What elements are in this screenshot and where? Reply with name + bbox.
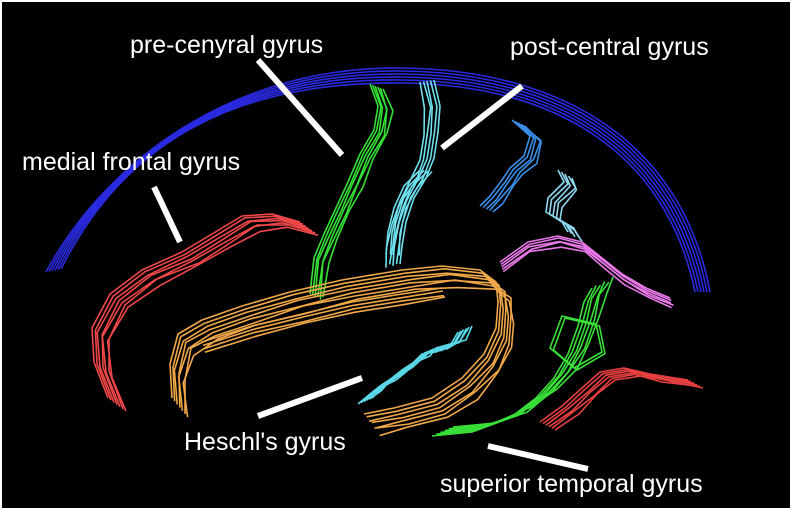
orange-loop-tract-strand [169,265,499,415]
pink-tract-strand [501,241,674,306]
superior-arch-tract-strand [57,79,699,293]
precentral-label: pre-cenyral gyrus [130,31,323,59]
pink-tract-strand [502,246,672,309]
parietal-tract-blue-strand [492,125,542,213]
postcentral-pointer [440,83,524,151]
superior-temporal-tract [431,276,614,437]
medial-frontal-tract-strand [96,217,307,403]
medial-frontal-label: medial frontal gyrus [22,148,240,176]
heschl-label: Heschl's gyrus [184,428,346,456]
medial-frontal-tract-strand [91,213,301,399]
superior-arch-tract-strand [51,73,705,293]
orange-inner-tract-strand [204,296,446,353]
superior-arch-tract [45,67,711,293]
orange-loop-tract-strand [173,272,504,422]
parietal-tract-light-strand [559,177,583,243]
parietal-tract-blue-strand [479,119,531,207]
orange-inner-tract-strand [203,294,445,350]
orange-loop-tract-strand [184,279,512,429]
medial-frontal-pointer [151,185,183,244]
heschl-pointer [256,375,364,419]
medial-frontal-tract-strand [101,219,310,405]
superior-arch-tract-strand [45,67,711,293]
postcentral-tract-2-strand [392,170,429,256]
temporal-red-tract-strand [554,375,704,431]
superior-temporal-box-strand [552,317,606,371]
orange-loop-tract-strand [172,268,502,418]
precentral-tract-strand [314,85,384,297]
pink-tract [499,235,674,309]
fiber-tracts [45,67,711,437]
postcentral-tract-2-strand [385,169,421,255]
postcentral-tract-2-strand [389,169,425,255]
orange-inner-tract-strand [201,287,443,343]
precentral-tract [309,83,394,300]
heschl-tract-strand [371,325,473,399]
medial-frontal-tract-strand [106,226,319,412]
medial-frontal-tract-strand [94,215,304,401]
orange-loop-tract [169,265,515,437]
postcentral-tract [385,79,441,268]
parietal-tract-light [545,169,583,243]
precentral-tract-strand [322,88,394,298]
parietal-tract-blue [479,119,542,213]
pink-tract-strand [499,235,671,299]
postcentral-tract-2-strand [398,170,433,256]
medial-frontal-tract-strand [101,222,313,408]
parietal-tract-light-strand [552,173,576,238]
orange-inner-tract-strand [202,290,444,347]
orange-loop-tract-strand [178,273,507,424]
medial-frontal-tract [91,213,319,412]
postcentral-label: post-central gyrus [510,33,709,61]
temporal-red-tract-strand [551,373,701,430]
postcentral-tract-strand [388,81,432,265]
precentral-tract-strand [309,83,379,295]
temporal-red-tract-strand [548,372,698,428]
pink-tract-strand [501,240,672,304]
parietal-tract-blue-strand [485,122,537,210]
superior-temporal-box [549,315,606,371]
orange-loop-tract-strand [178,279,510,430]
temporal-red-tract-strand [542,368,692,425]
precentral-pointer [255,58,345,157]
temporal-red-tract [539,367,704,431]
precentral-tract-strand [311,84,382,295]
superior-temporal-box-strand [549,315,603,369]
postcentral-tract-2 [385,169,433,256]
superior-arch-tract-strand [60,82,696,293]
heschl-tract [357,325,473,405]
superior-temporal-pointer [487,443,589,472]
precentral-tract-strand [319,87,388,300]
superior-arch-tract-strand [54,76,702,293]
parietal-tract-light-strand [545,169,569,233]
pink-tract-strand [500,237,672,302]
orange-inner-tract [201,287,446,353]
superior-temporal-label: superior temporal gyrus [440,470,703,498]
